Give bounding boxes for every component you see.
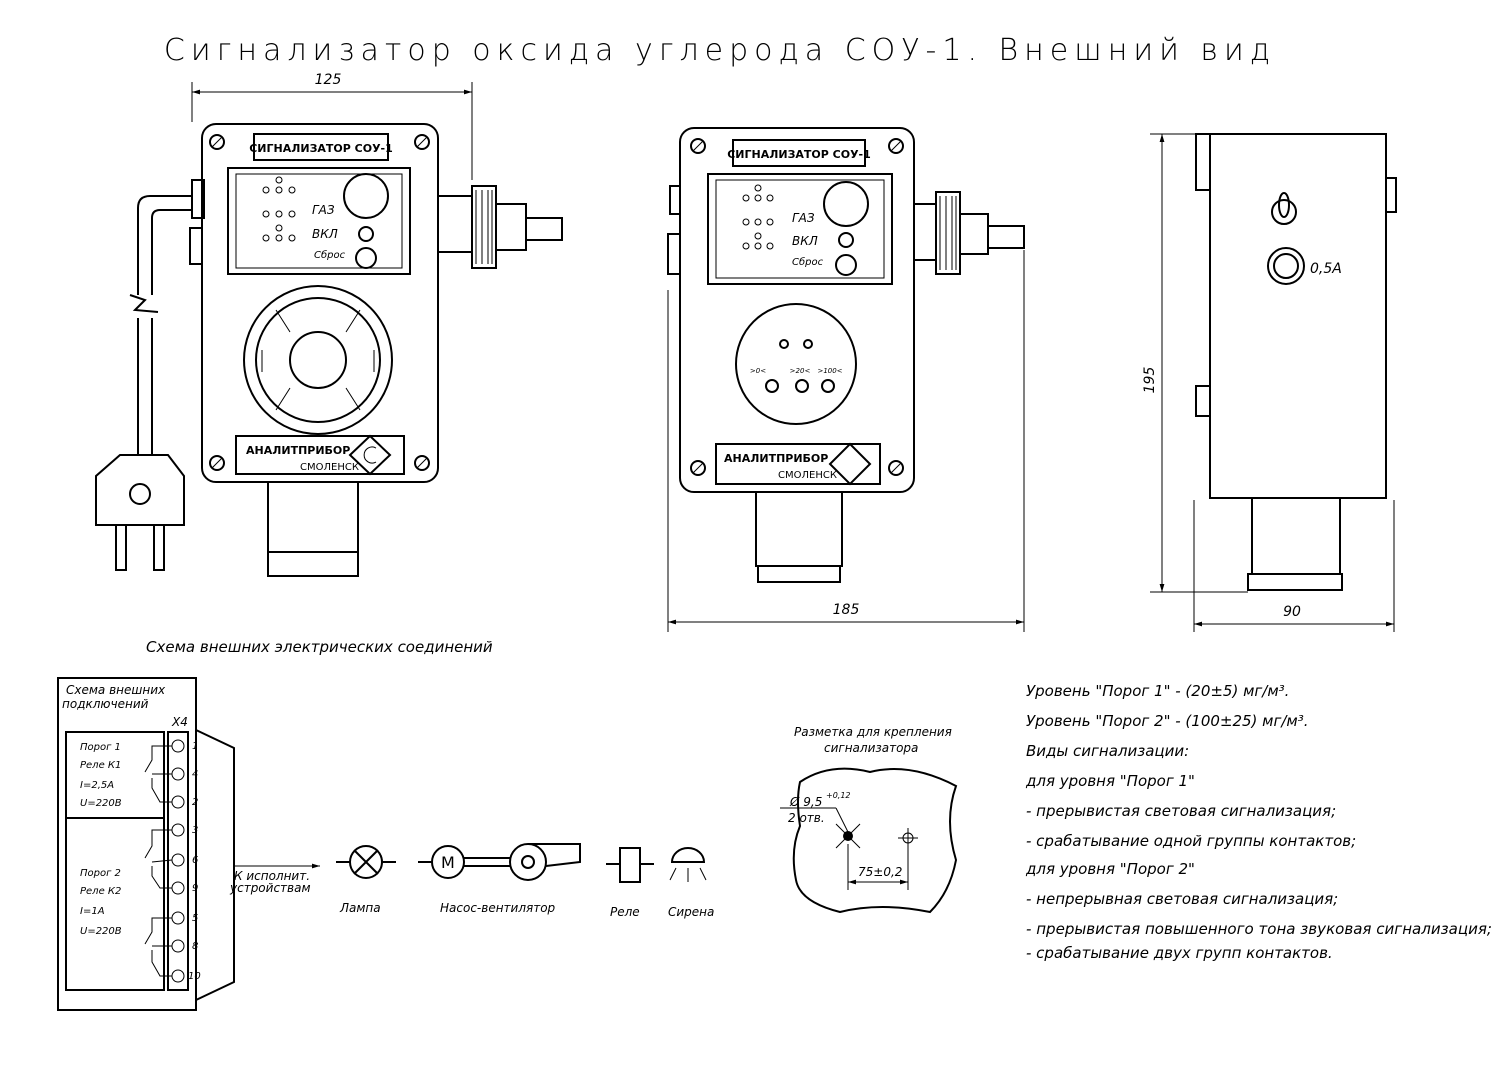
lamp-icon [336, 845, 396, 879]
svg-text:- прерывистая световая сигнали: - прерывистая световая сигнализация; [1026, 802, 1336, 820]
front-view-left: 125 СИГНАЛИЗАТОР СОУ-1 ГАЗ ВКЛ Сброс [95, 72, 563, 577]
reset-label: Сброс [314, 249, 346, 261]
svg-text:Порог 2: Порог 2 [80, 868, 121, 879]
threshold-knob-20[interactable] [795, 379, 809, 393]
svg-text:U=220В: U=220В [80, 926, 122, 937]
svg-text:>0<: >0< [750, 367, 766, 375]
drawing-title: Сигнализатор оксида углерода СОУ-1. Внеш… [164, 33, 1276, 68]
mounting-layout: Разметка для крепления сигнализатора Ø 9… [780, 725, 958, 914]
power-plug-icon [95, 454, 185, 526]
svg-text:СИГНАЛИЗАТОР СОУ-1: СИГНАЛИЗАТОР СОУ-1 [727, 148, 871, 161]
svg-text:+0,12: +0,12 [826, 791, 851, 800]
svg-text:75±0,2: 75±0,2 [858, 865, 902, 879]
toggle-switch[interactable] [1271, 192, 1297, 225]
svg-text:>100<: >100< [817, 367, 842, 375]
fuse-label: 0,5А [1310, 261, 1342, 277]
dim-width-total: 185 [833, 602, 860, 618]
terminal-strip [171, 739, 185, 983]
svg-text:К исполнит.: К исполнит. [234, 869, 310, 883]
svg-text:10: 10 [188, 971, 201, 982]
svg-text:Реле: Реле [610, 905, 640, 919]
svg-text:6: 6 [192, 855, 198, 866]
svg-text:- прерывистая повышенного тона: - прерывистая повышенного тона звуковая … [1026, 920, 1492, 938]
svg-text:2 отв.: 2 отв. [788, 811, 825, 825]
svg-text:Уровень "Порог 2" - (100±25) м: Уровень "Порог 2" - (100±25) мг/м³. [1026, 712, 1309, 730]
threshold-adjust-plate [735, 303, 857, 425]
wiring-schematic: Схема внешних подключений Х4 1 4 2 3 6 9… [57, 677, 714, 1011]
dim-width-front: 125 [315, 72, 342, 88]
svg-text:Разметка для крепления: Разметка для крепления [794, 725, 952, 739]
svg-text:8: 8 [192, 941, 198, 952]
svg-text:СМОЛЕНСК: СМОЛЕНСК [778, 470, 837, 481]
svg-text:для уровня "Порог 1": для уровня "Порог 1" [1025, 772, 1195, 790]
wiring-section-title: Схема внешних электрических соединений [146, 638, 493, 656]
svg-text:2: 2 [192, 797, 198, 808]
svg-text:Лампа: Лампа [339, 901, 381, 915]
dim-depth: 90 [1283, 604, 1301, 620]
svg-text:I=2,5А: I=2,5А [80, 780, 114, 791]
svg-text:АНАЛИТПРИБОР: АНАЛИТПРИБОР [724, 452, 828, 465]
svg-text:Уровень "Порог 1" - (20±5) мг/: Уровень "Порог 1" - (20±5) мг/м³. [1026, 682, 1289, 700]
dim-height: 195 [1142, 367, 1158, 394]
svg-text:- срабатывание одной группы ко: - срабатывание одной группы контактов; [1026, 832, 1356, 850]
svg-text:устройствам: устройствам [229, 881, 311, 895]
svg-text:- срабатывание двух групп конт: - срабатывание двух групп контактов. [1026, 944, 1333, 962]
svg-text:Порог 1: Порог 1 [80, 742, 121, 753]
threshold-knob-0[interactable] [765, 379, 779, 393]
svg-text:4: 4 [192, 769, 198, 780]
svg-text:для уровня "Порог 2": для уровня "Порог 2" [1025, 860, 1195, 878]
svg-text:сигнализатора: сигнализатора [824, 741, 918, 755]
device-label: СИГНАЛИЗАТОР СОУ-1 [249, 142, 393, 155]
svg-text:ГАЗ: ГАЗ [792, 211, 815, 225]
svg-text:Сирена: Сирена [668, 905, 714, 919]
svg-text:3: 3 [192, 825, 198, 836]
reset-button[interactable] [355, 247, 377, 269]
svg-text:ВКЛ: ВКЛ [792, 234, 818, 248]
threshold-knob-100[interactable] [821, 379, 835, 393]
maker-city: СМОЛЕНСК [300, 462, 359, 473]
svg-text:Х4: Х4 [171, 715, 188, 729]
svg-text:>20<: >20< [790, 367, 811, 375]
led-array-icon [262, 176, 296, 242]
maker-label: АНАЛИТПРИБОР [246, 444, 350, 457]
on-indicator-icon [358, 226, 374, 242]
fuse-holder-icon [1267, 247, 1305, 285]
svg-text:1: 1 [192, 741, 198, 752]
pump-fan-icon: М [418, 843, 581, 881]
reset-button-2[interactable] [835, 254, 857, 276]
maker-logo-icon [348, 434, 392, 476]
relay-icon [606, 847, 654, 883]
svg-text:- непрерывная световая сигнали: - непрерывная световая сигнализация; [1026, 890, 1338, 908]
svg-text:М: М [441, 853, 455, 872]
on-label: ВКЛ [312, 227, 338, 241]
svg-text:U=220В: U=220В [80, 798, 122, 809]
signaling-notes: Уровень "Порог 1" - (20±5) мг/м³. Уровен… [1025, 682, 1492, 962]
svg-text:Виды сигнализации:: Виды сигнализации: [1026, 742, 1189, 760]
front-view-middle: СИГНАЛИЗАТОР СОУ-1 ГАЗ ВКЛ Сброс >0< >20… [667, 127, 1025, 632]
svg-text:Сброс: Сброс [792, 256, 824, 268]
siren-icon [669, 847, 707, 882]
speaker-grille-icon [243, 285, 393, 435]
gas-label: ГАЗ [312, 203, 335, 217]
svg-text:подключений: подключений [62, 697, 149, 711]
svg-text:Реле К1: Реле К1 [80, 760, 121, 771]
svg-text:I=1А: I=1А [80, 906, 105, 917]
display-indicator-icon [343, 173, 389, 219]
side-view: 0,5А 195 90 [1142, 133, 1397, 632]
screw-icon [209, 134, 430, 471]
svg-text:Схема внешних: Схема внешних [66, 683, 166, 697]
svg-text:9: 9 [192, 883, 198, 894]
svg-text:Реле К2: Реле К2 [80, 886, 121, 897]
svg-text:Ø 9,5: Ø 9,5 [789, 795, 822, 809]
svg-text:Насос-вентилятор: Насос-вентилятор [440, 901, 556, 915]
svg-text:5: 5 [192, 913, 198, 924]
